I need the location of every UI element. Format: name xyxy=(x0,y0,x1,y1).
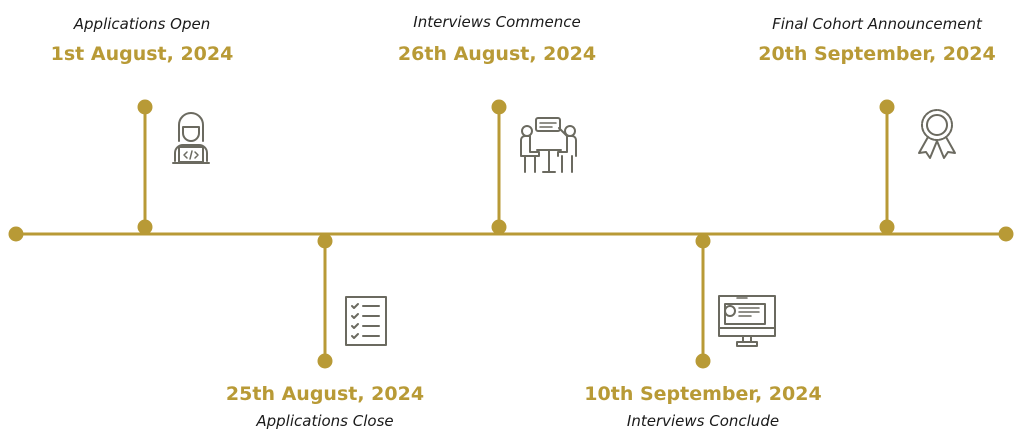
interview-icon xyxy=(519,116,579,180)
milestone-label: Interviews Commence xyxy=(413,13,581,31)
stem-3-top-dot xyxy=(491,99,507,115)
checklist-icon xyxy=(343,295,389,351)
milestone-date: 25th August, 2024 xyxy=(225,383,425,405)
stem-1-base-dot xyxy=(137,219,153,235)
milestone-label: Applications Close xyxy=(256,412,394,430)
stem-5-top-dot xyxy=(879,99,895,115)
stem-2-end-dot xyxy=(317,353,333,369)
stem-2-base-dot xyxy=(317,233,333,249)
stem-4-base-dot xyxy=(695,233,711,249)
axis-end-dot xyxy=(998,226,1014,242)
monitor-profile-icon xyxy=(717,294,777,354)
milestone-label: Interviews Conclude xyxy=(626,412,780,430)
milestone-label: Final Cohort Announcement xyxy=(772,15,982,33)
axis-start-dot xyxy=(8,226,24,242)
person-laptop-icon xyxy=(170,111,212,171)
milestone-label: Applications Open xyxy=(73,15,211,33)
stem-4-end-dot xyxy=(695,353,711,369)
milestone-date: 26th August, 2024 xyxy=(397,43,597,65)
milestone-date: 20th September, 2024 xyxy=(758,43,996,65)
award-ribbon-icon xyxy=(916,108,958,168)
stem-3-base-dot xyxy=(491,219,507,235)
stem-5-base-dot xyxy=(879,219,895,235)
milestone-date: 1st August, 2024 xyxy=(50,43,234,65)
milestone-date: 10th September, 2024 xyxy=(584,383,822,405)
stem-1-top-dot xyxy=(137,99,153,115)
